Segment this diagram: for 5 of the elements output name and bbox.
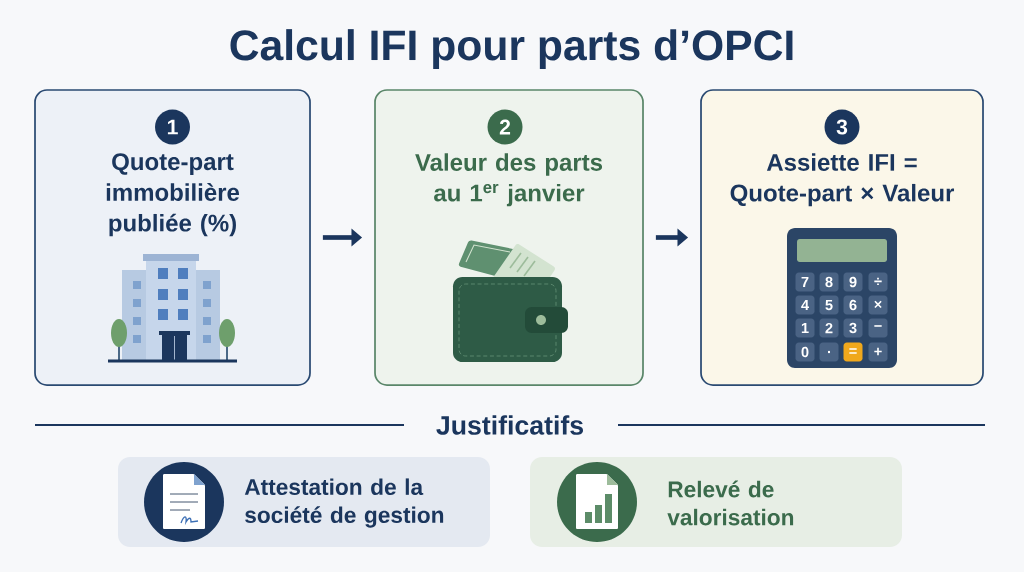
number-badge: 1 [155, 109, 190, 145]
section-heading: Justificatifs [436, 415, 583, 435]
title: Calcul IFI pour parts d’OPCI [230, 29, 793, 69]
number-badge: 3 [824, 109, 860, 145]
number-badge: 2 [487, 109, 523, 145]
